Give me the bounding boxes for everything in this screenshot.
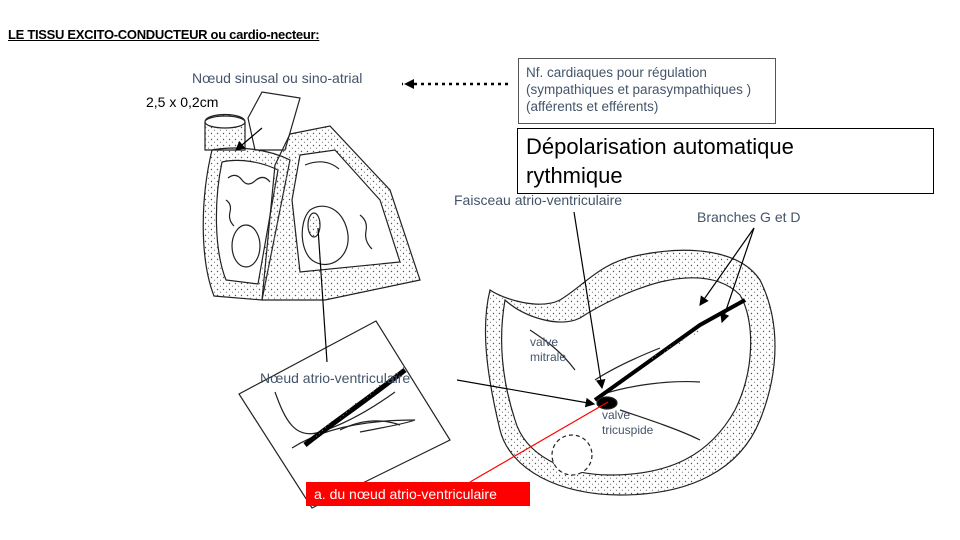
mitral-valve-label: valve mitrale <box>530 335 567 364</box>
nerve-box-line: Nf. cardiaques pour régulation <box>526 65 707 80</box>
av-node-label: Nœud atrio-ventriculaire <box>260 370 411 386</box>
page-title: LE TISSU EXCITO-CONDUCTEUR ou cardio-nec… <box>8 27 320 42</box>
av-node-inset <box>238 320 451 509</box>
sinus-node-label: Nœud sinusal ou sino-atrial <box>192 70 363 86</box>
depolarization-box: Dépolarisation automatique rythmique <box>517 128 934 194</box>
tricuspid-valve-label: valve tricuspide <box>602 408 654 437</box>
av-bundle-label: Faisceau atrio-ventriculaire <box>454 192 623 208</box>
heart-cross-section <box>484 249 776 496</box>
nerve-box-line: (afférents et efférents) <box>526 99 659 114</box>
branches-label: Branches G et D <box>697 209 801 225</box>
pointer-lines <box>235 79 755 408</box>
nerve-box-line: (sympathiques et parasympathiques ) <box>526 82 752 97</box>
heart-illustration <box>202 91 421 301</box>
av-node-artery-label: a. du nœud atrio-ventriculaire <box>306 482 530 506</box>
depolarization-line: Dépolarisation automatique <box>526 134 794 159</box>
nerve-regulation-box: Nf. cardiaques pour régulation (sympathi… <box>518 58 776 124</box>
red-artery-line <box>469 401 609 483</box>
sinus-node-dimensions: 2,5 x 0,2cm <box>146 94 219 110</box>
depolarization-line: rythmique <box>526 163 623 188</box>
